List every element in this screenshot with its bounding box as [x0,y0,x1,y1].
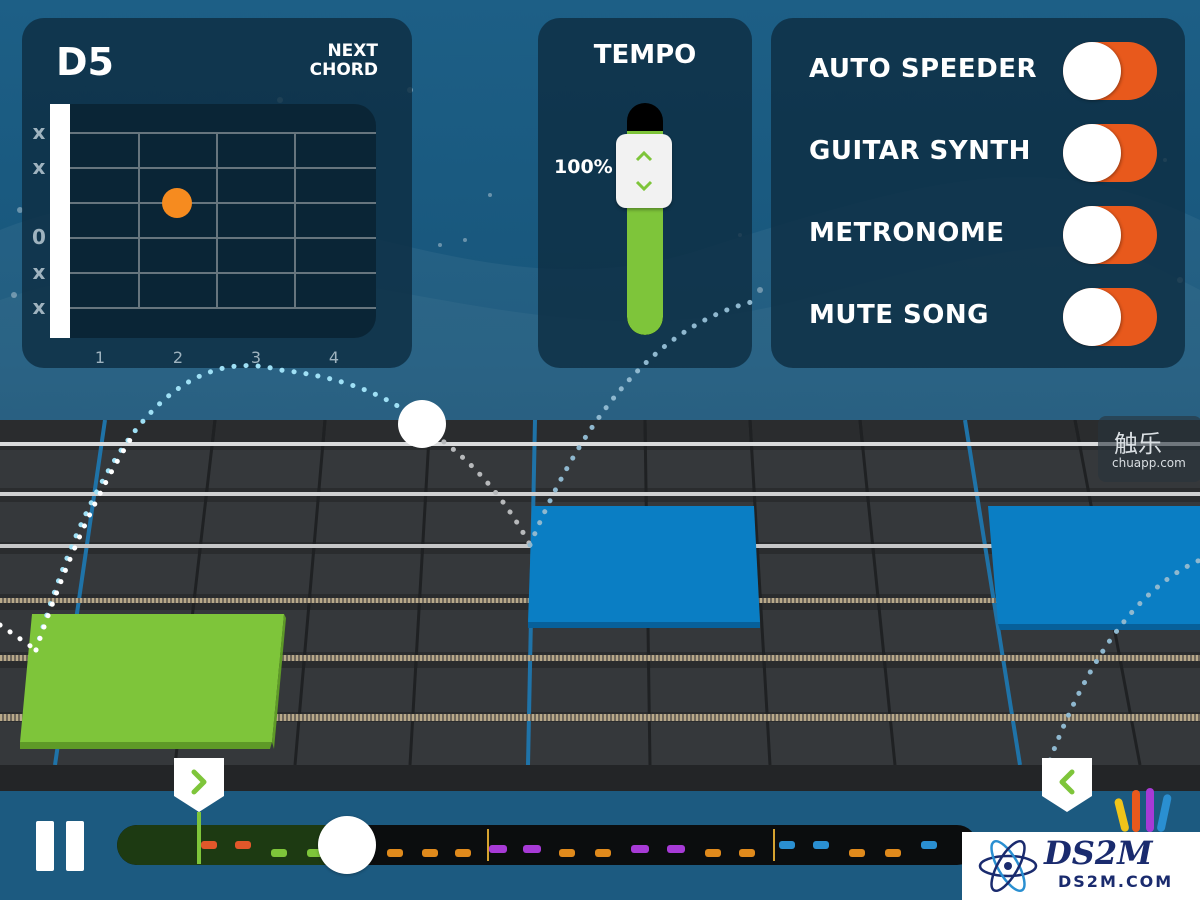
toggle-knob [1063,206,1121,264]
toggle-label: MUTE SONG [809,300,989,330]
toggle-label: GUITAR SYNTH [809,136,1031,166]
bouncing-ball [398,400,446,448]
timeline-note [523,845,541,853]
timeline-bar-marker [487,829,489,861]
chuapp-watermark: 触乐 chuapp.com [1098,416,1200,482]
played-chord-block [20,614,286,749]
fretboard-string [70,307,376,309]
metronome-toggle[interactable] [1063,206,1157,264]
ds2m-watermark: DS2M DS2M.COM [962,832,1200,900]
upcoming-chord-block [988,506,1200,630]
string-marker: x [32,295,46,319]
fretboard-string [70,132,376,134]
atom-logo-icon [978,839,1038,893]
upcoming-chord-block [528,506,760,628]
toggle-label: METRONOME [809,218,1005,248]
loop-start-line [197,812,201,864]
fretboard-fret [138,132,140,308]
fret-number: 1 [94,348,106,367]
timeline-note [387,849,403,857]
fret-number: 3 [250,348,262,367]
toggle-row-guitar-synth: GUITAR SYNTH [771,122,1185,182]
timeline-note [489,845,507,853]
fretboard-nut [50,104,70,338]
loop-end-marker[interactable] [1040,756,1094,814]
toggle-row-mute-song: MUTE SONG [771,286,1185,346]
tempo-slider-handle[interactable] [616,134,672,208]
guitar-synth-toggle[interactable] [1063,124,1157,182]
timeline-played-region [117,825,349,865]
hand-logo-icon [1114,788,1172,832]
timeline-bar-marker [773,829,775,861]
timeline-note [921,841,937,849]
chevron-right-icon [191,769,207,795]
toggle-knob [1063,288,1121,346]
timeline-scrubber[interactable] [318,816,376,874]
fretboard-string [70,237,376,239]
fret-number: 2 [172,348,184,367]
highway-string [0,714,1200,721]
current-chord-name: D5 [56,40,114,84]
toggle-knob [1063,124,1121,182]
pause-icon [36,821,54,871]
timeline-note [667,845,685,853]
highway-string [0,492,1200,496]
timeline-note [235,841,251,849]
timeline-note [559,849,575,857]
loop-start-marker[interactable] [172,756,226,814]
mute-song-toggle[interactable] [1063,288,1157,346]
timeline-note [849,849,865,857]
timeline-note [271,849,287,857]
toggle-knob [1063,42,1121,100]
string-marker: 0 [32,225,46,249]
timeline-note [705,849,721,857]
pause-icon [66,821,84,871]
fret-number: 4 [328,348,340,367]
timeline-note [739,849,755,857]
fretboard-string [70,167,376,169]
fretboard-fret [216,132,218,308]
fretboard-fret [294,132,296,308]
chord-fretboard [50,104,376,338]
timeline-note [422,849,438,857]
toggle-row-metronome: METRONOME [771,204,1185,264]
fretboard-string [70,202,376,204]
next-chord-label: NEXT CHORD [309,41,378,80]
highway-string [0,655,1200,661]
string-marker: x [32,260,46,284]
toggle-row-auto-speeder: AUTO SPEEDER [771,40,1185,100]
timeline-note [455,849,471,857]
timeline-note [595,849,611,857]
pause-button[interactable] [36,821,88,871]
tempo-panel: TEMPO 100% [538,18,752,368]
chevron-left-icon [1059,769,1075,795]
chevron-up-down-icon [635,150,653,192]
toggle-label: AUTO SPEEDER [809,54,1037,84]
timeline-note [201,841,217,849]
timeline-note [779,841,795,849]
fretboard-string [70,272,376,274]
tempo-title: TEMPO [593,40,697,70]
settings-toggle-panel: AUTO SPEEDER GUITAR SYNTH METRONOME MUTE… [771,18,1185,368]
chord-panel: D5 NEXT CHORD x x 0 x x 1 2 3 4 [22,18,412,368]
finger-position-dot [162,188,192,218]
string-marker: x [32,120,46,144]
song-timeline[interactable] [117,825,977,865]
tempo-value: 100% [554,156,613,178]
string-marker: x [32,155,46,179]
timeline-note [631,845,649,853]
highway-string [0,442,1200,446]
timeline-note [813,841,829,849]
auto-speeder-toggle[interactable] [1063,42,1157,100]
timeline-note [885,849,901,857]
timeline-note [307,849,323,857]
